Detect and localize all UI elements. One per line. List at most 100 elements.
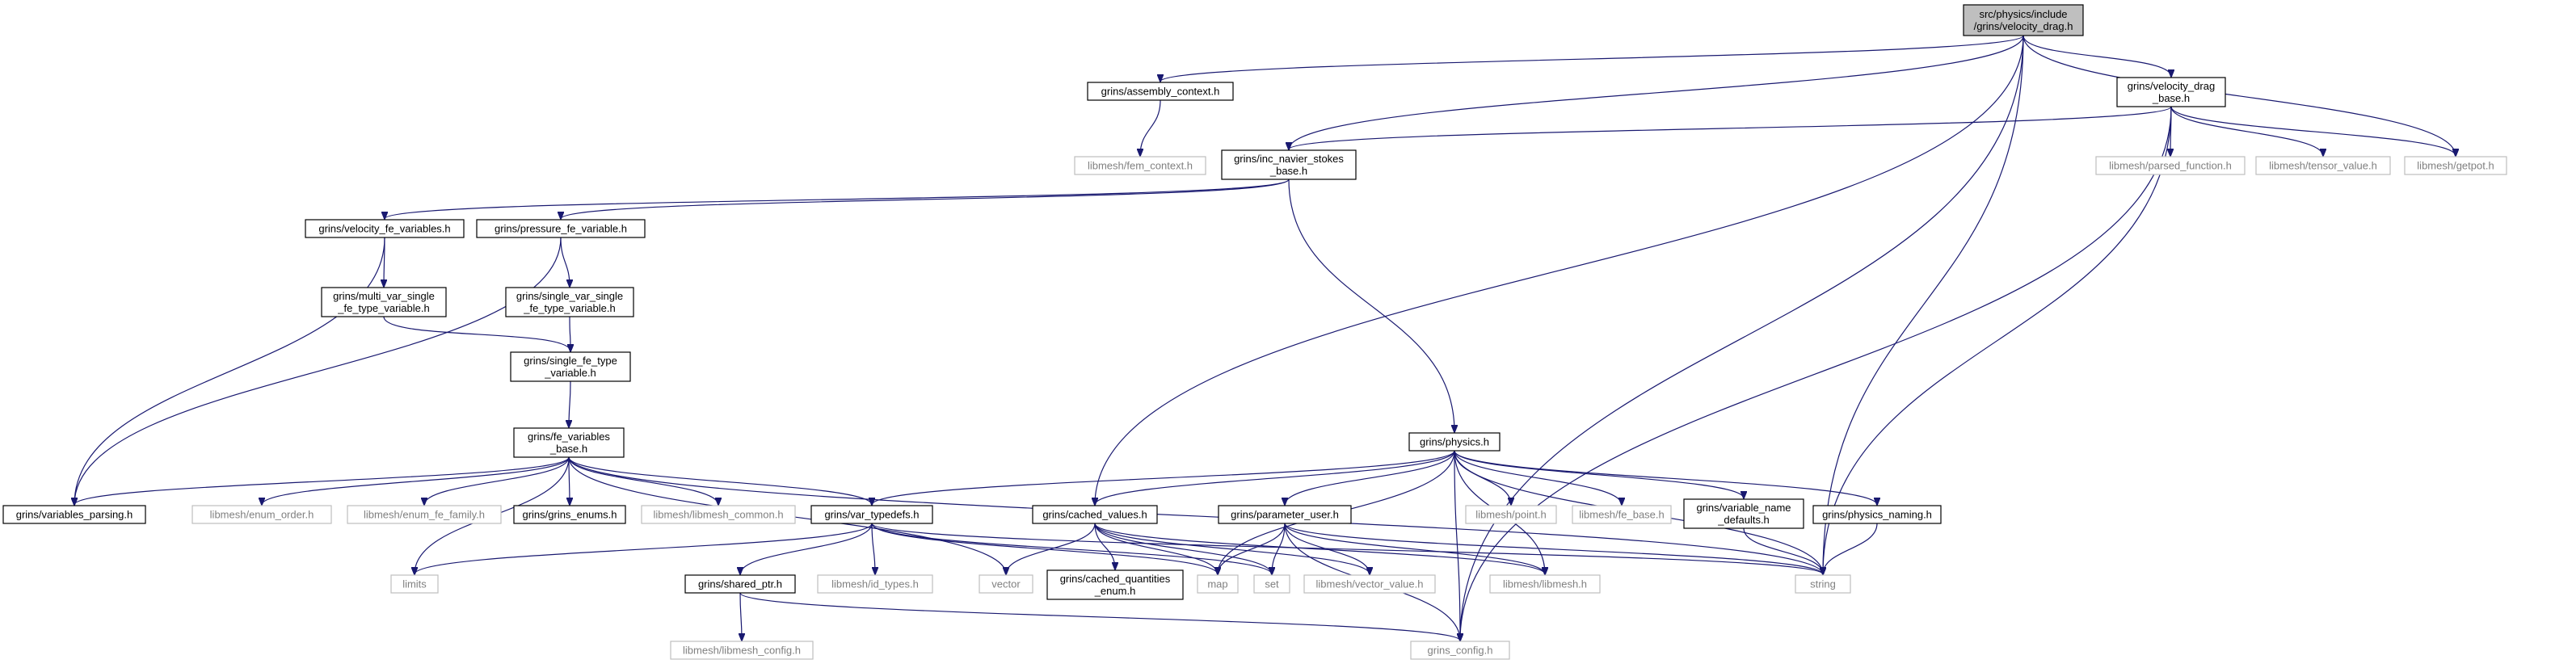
node-label: grins/single_var_single	[516, 290, 623, 302]
node-parameter_user[interactable]: grins/parameter_user.h	[1218, 505, 1352, 524]
edge-velocity_drag_base-to-grins_config	[1460, 106, 2172, 641]
node-label: libmesh/id_types.h	[831, 578, 919, 590]
node-set: set	[1253, 574, 1290, 594]
node-box	[670, 641, 814, 660]
node-var_typedefs[interactable]: grins/var_typedefs.h	[810, 505, 933, 524]
node-box	[641, 505, 796, 524]
node-assembly_context[interactable]: grins/assembly_context.h	[1087, 82, 1234, 101]
node-label: libmesh/parsed_function.h	[2109, 160, 2232, 172]
node-physics_naming[interactable]: grins/physics_naming.h	[1812, 505, 1942, 524]
node-physics[interactable]: grins/physics.h	[1408, 432, 1501, 452]
node-inc_ns_base[interactable]: grins/inc_navier_stokes_base.h	[1221, 149, 1357, 180]
node-label: grins/var_typedefs.h	[824, 509, 919, 521]
edge-fe_variables_base-to-libmesh_common	[568, 456, 718, 505]
edge-root-to-velocity_drag_base	[2022, 35, 2171, 77]
node-label: libmesh/point.h	[1475, 509, 1546, 521]
edges-layer	[74, 35, 2456, 641]
node-box	[513, 505, 626, 524]
node-single_fe_type[interactable]: grins/single_fe_type_variable.h	[510, 351, 631, 382]
edge-cached_values-to-cached_quantities_enum	[1094, 523, 1115, 569]
node-box	[810, 505, 933, 524]
node-string: string	[1795, 574, 1851, 594]
node-label: grins/physics_naming.h	[1822, 509, 1932, 521]
node-label: grins/cached_values.h	[1042, 509, 1147, 521]
node-label: libmesh/libmesh_config.h	[683, 645, 801, 657]
node-enum_fe_family: libmesh/enum_fe_family.h	[347, 505, 502, 524]
edge-fe_variables_base-to-enum_fe_family	[424, 456, 570, 505]
node-variable_name_defaults[interactable]: grins/variable_name_defaults.h	[1683, 498, 1804, 529]
node-fem_context: libmesh/fem_context.h	[1074, 156, 1206, 175]
node-fe_variables_base[interactable]: grins/fe_variables_base.h	[513, 427, 625, 458]
node-box	[2404, 156, 2507, 175]
node-label: libmesh/tensor_value.h	[2269, 160, 2377, 172]
node-label: grins/grins_enums.h	[522, 509, 617, 521]
node-variables_parsing[interactable]: grins/variables_parsing.h	[2, 505, 146, 524]
edge-cached_values-to-map	[1094, 523, 1218, 574]
node-shared_ptr[interactable]: grins/shared_ptr.h	[684, 574, 796, 594]
node-label: _fe_type_variable.h	[337, 302, 429, 314]
node-vector: vector	[979, 574, 1033, 594]
node-label: grins/inc_navier_stokes	[1234, 153, 1344, 165]
edge-inc_ns_base-to-physics	[1288, 179, 1454, 432]
node-box	[1683, 498, 1804, 529]
edge-physics-to-cached_values	[1095, 450, 1455, 505]
node-velocity_drag_base[interactable]: grins/velocity_drag_base.h	[2116, 77, 2226, 107]
node-box	[1303, 574, 1436, 594]
edge-velocity_fe_variables-to-variables_parsing	[74, 237, 385, 505]
edge-cached_values-to-vector_value	[1094, 523, 1370, 574]
node-label: libmesh/fe_base.h	[1579, 509, 1665, 521]
node-label: libmesh/libmesh.h	[1503, 578, 1587, 590]
node-libmesh: libmesh/libmesh.h	[1489, 574, 1601, 594]
node-parsed_function: libmesh/parsed_function.h	[2095, 156, 2246, 175]
node-label: _defaults.h	[1717, 514, 1770, 526]
node-label: grins/variables_parsing.h	[16, 509, 133, 521]
edge-pressure_fe_variable-to-single_var_single	[560, 237, 570, 287]
node-velocity_fe_variables[interactable]: grins/velocity_fe_variables.h	[305, 219, 465, 238]
node-label: map	[1207, 578, 1227, 590]
node-box	[305, 219, 465, 238]
edge-var_typedefs-to-id_types	[871, 523, 875, 574]
node-single_var_single[interactable]: grins/single_var_single_fe_type_variable…	[505, 287, 634, 317]
node-label: /grins/velocity_drag.h	[1974, 20, 2073, 32]
node-pressure_fe_variable[interactable]: grins/pressure_fe_variable.h	[476, 219, 646, 238]
node-box	[1812, 505, 1942, 524]
edge-cached_values-to-set	[1094, 523, 1272, 574]
edge-physics-to-variable_name_defaults	[1454, 450, 1744, 498]
edge-fe_variables_base-to-variables_parsing	[74, 456, 570, 505]
node-root[interactable]: src/physics/include/grins/velocity_drag.…	[1963, 4, 2084, 36]
node-label: grins/assembly_context.h	[1101, 86, 1220, 98]
node-multi_var_single[interactable]: grins/multi_var_single_fe_type_variable.…	[321, 287, 447, 317]
node-box	[1408, 432, 1501, 452]
node-box	[513, 427, 625, 458]
node-box	[2, 505, 146, 524]
node-cached_values[interactable]: grins/cached_values.h	[1032, 505, 1158, 524]
edge-velocity_drag_base-to-getpot	[2170, 106, 2456, 156]
node-box	[1795, 574, 1851, 594]
node-label: libmesh/fem_context.h	[1088, 160, 1193, 172]
edge-root-to-getpot	[2022, 35, 2456, 156]
node-vector_value: libmesh/vector_value.h	[1303, 574, 1436, 594]
node-label: libmesh/getpot.h	[2417, 160, 2494, 172]
node-label: grins/physics.h	[1420, 436, 1489, 448]
node-map: map	[1197, 574, 1239, 594]
node-label: libmesh/vector_value.h	[1316, 578, 1424, 590]
node-box	[1410, 641, 1510, 660]
edge-parameter_user-to-libmesh	[1284, 523, 1545, 574]
node-box	[1074, 156, 1206, 175]
node-box	[192, 505, 332, 524]
node-tensor_value: libmesh/tensor_value.h	[2255, 156, 2391, 175]
edge-physics-to-fe_base	[1454, 450, 1622, 505]
node-box	[2116, 77, 2226, 107]
edge-inc_ns_base-to-velocity_fe_variables	[385, 179, 1290, 219]
edge-parameter_user-to-string	[1284, 523, 1823, 574]
node-label: _variable.h	[544, 367, 596, 379]
node-label: grins/shared_ptr.h	[698, 578, 782, 590]
node-box	[1572, 505, 1672, 524]
node-cached_quantities_enum[interactable]: grins/cached_quantities_enum.h	[1046, 569, 1184, 600]
node-grins_enums[interactable]: grins/grins_enums.h	[513, 505, 626, 524]
node-box	[1489, 574, 1601, 594]
edge-parameter_user-to-vector_value	[1284, 523, 1370, 574]
edge-velocity_drag_base-to-string	[1823, 106, 2172, 574]
edge-root-to-string	[1823, 35, 2024, 574]
